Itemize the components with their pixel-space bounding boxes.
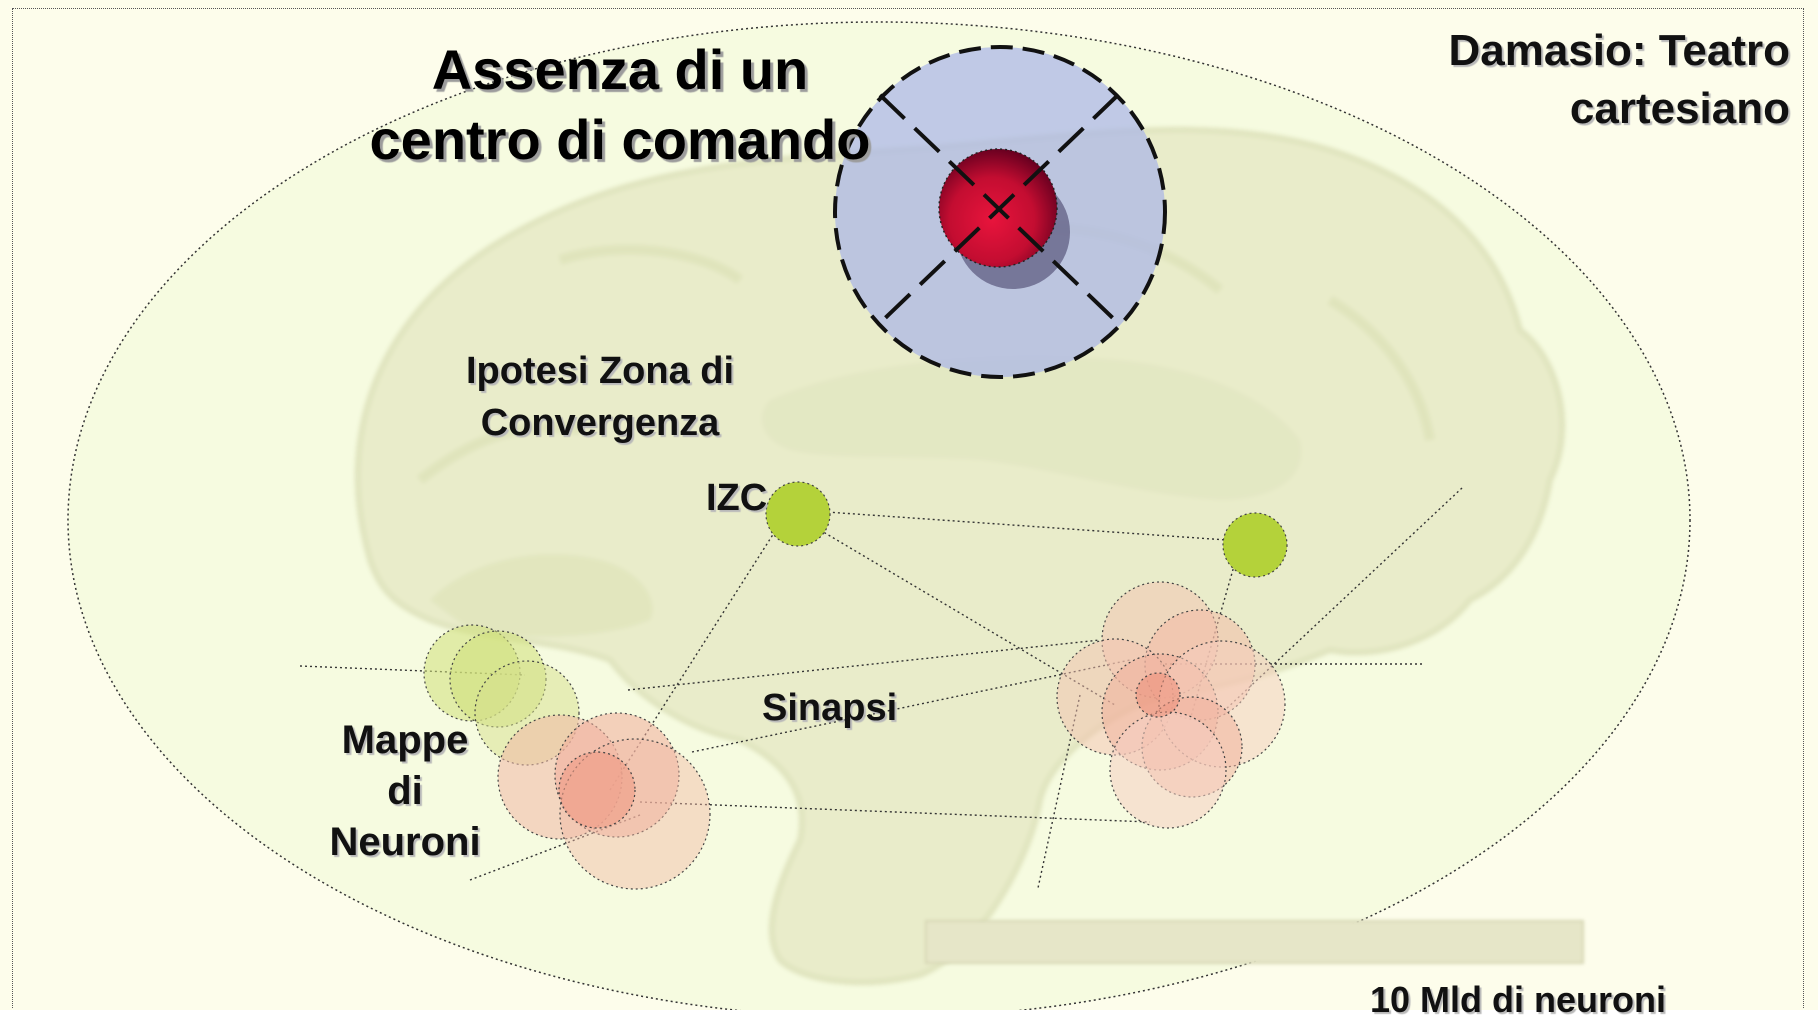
cross-line xyxy=(878,93,1120,325)
brain-image xyxy=(354,126,1566,986)
convergence-nodes xyxy=(765,481,1288,578)
neuron-circle xyxy=(1109,711,1227,829)
connector-line xyxy=(639,801,1151,823)
neuron-circle xyxy=(1135,672,1181,718)
corner-title-line-1: Damasio: Teatro xyxy=(1448,26,1791,75)
neuron-maps-label: Mappe di Neuroni xyxy=(300,715,510,868)
convergence-node xyxy=(1222,512,1288,578)
neuron-count-label: 10 Mld di neuroni xyxy=(1370,979,1667,1020)
neuron-map-left xyxy=(423,624,711,890)
image-caption xyxy=(925,920,1584,964)
hypothesis-label: Ipotesi Zona di Convergenza xyxy=(420,345,780,449)
corner-title-line-2: cartesiano xyxy=(1569,84,1790,133)
slide-title-line-2: centro di comando xyxy=(369,108,871,171)
hypothesis-label-line-2: Convergenza xyxy=(480,402,720,444)
neuron-maps-line-3: Neuroni xyxy=(329,820,481,864)
command-center-target xyxy=(833,45,1167,379)
neuron-circle xyxy=(558,751,636,829)
connector-line xyxy=(627,639,1101,691)
slide-title: Assenza di un centro di comando xyxy=(330,35,910,175)
hypothesis-label-line-1: Ipotesi Zona di xyxy=(465,350,735,392)
synapse-label: Sinapsi xyxy=(762,687,898,729)
connector-line xyxy=(609,499,796,791)
neuron-maps-line-2: di xyxy=(387,769,423,813)
connector-line xyxy=(797,509,1256,543)
corner-title: Damasio: Teatro cartesiano xyxy=(1449,22,1791,138)
slide-title-line-1: Assenza di un xyxy=(431,38,809,101)
izc-label: IZC xyxy=(706,477,768,519)
neuron-maps-line-1: Mappe xyxy=(341,718,469,762)
neuron-map-right xyxy=(1056,581,1286,829)
izc-node xyxy=(765,481,831,547)
